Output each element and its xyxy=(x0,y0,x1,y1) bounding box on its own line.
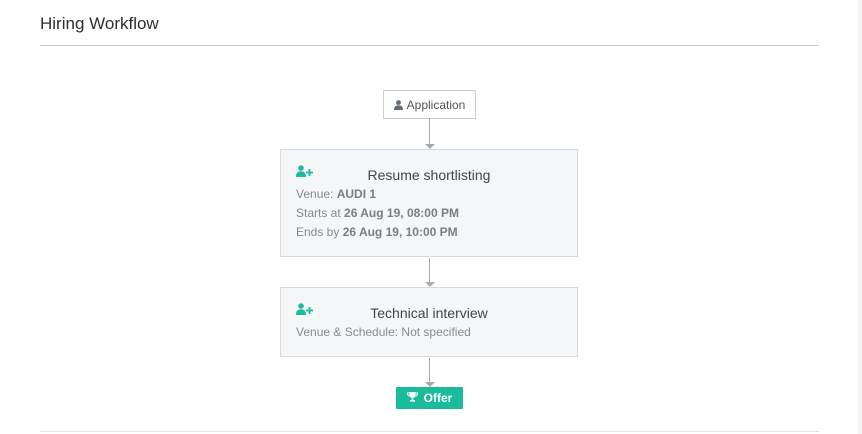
bottom-divider xyxy=(40,431,819,432)
venue-label: Venue: xyxy=(296,187,334,201)
venue-value: AUDI 1 xyxy=(336,187,377,201)
stage-start-time: Starts at 26 Aug 19, 08:00 PM xyxy=(296,206,459,220)
end-label: Ends by xyxy=(296,225,340,239)
scrollbar-track[interactable] xyxy=(858,0,862,434)
title-divider xyxy=(40,45,819,46)
stage-card-resume-shortlisting[interactable]: Resume shortlisting Venue: AUDI 1 Starts… xyxy=(280,149,578,257)
arrow-down-icon xyxy=(425,382,435,387)
start-value: 26 Aug 19, 08:00 PM xyxy=(344,206,459,220)
page-title: Hiring Workflow xyxy=(40,14,159,33)
stage-end-time: Ends by 26 Aug 19, 10:00 PM xyxy=(296,225,458,239)
trophy-icon xyxy=(406,391,418,405)
user-icon xyxy=(393,99,403,110)
arrow-down-icon xyxy=(425,144,435,149)
connector-line xyxy=(429,258,430,282)
application-node[interactable]: Application xyxy=(383,90,476,119)
connector-line xyxy=(429,118,430,144)
offer-label: Offer xyxy=(423,391,453,405)
stage-title: Technical interview xyxy=(370,305,488,321)
stage-schedule: Venue & Schedule: Not specified xyxy=(296,325,471,339)
connector-line xyxy=(429,358,430,382)
application-label: Application xyxy=(406,97,466,112)
start-label: Starts at xyxy=(296,206,341,220)
stage-venue: Venue: AUDI 1 xyxy=(296,187,376,201)
offer-node[interactable]: Offer xyxy=(396,387,463,409)
stage-card-technical-interview[interactable]: Technical interview Venue & Schedule: No… xyxy=(280,287,578,357)
arrow-down-icon xyxy=(425,282,435,287)
end-value: 26 Aug 19, 10:00 PM xyxy=(342,225,458,239)
user-plus-icon xyxy=(296,302,313,320)
user-plus-icon xyxy=(296,164,313,182)
stage-title: Resume shortlisting xyxy=(367,167,491,183)
